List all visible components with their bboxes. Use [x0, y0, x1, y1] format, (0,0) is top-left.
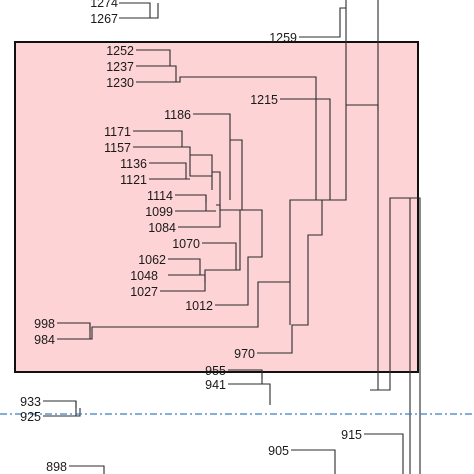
branch-1136-1121-join: [185, 171, 190, 180]
branch-933: [43, 400, 77, 408]
leaf-label: 1012: [185, 299, 213, 313]
highlighted-cluster-region: [14, 41, 419, 373]
branch-1274: [119, 2, 151, 10]
branch-1230-join: [175, 73, 317, 200]
branch-right-trunk: [370, 110, 421, 474]
leaf-label: 1259: [269, 31, 297, 45]
leaf-label: 933: [20, 395, 41, 409]
leaf-label: 955: [205, 364, 226, 378]
leaf-label: 1099: [145, 205, 173, 219]
leaf-label: 1157: [104, 141, 131, 155]
leaf-label: 1171: [104, 125, 131, 139]
branch-1274-1267-join: [149, 3, 159, 19]
leaf-label: 1027: [130, 285, 158, 299]
leaf-label: 1121: [120, 173, 147, 187]
leaf-label: 1062: [138, 253, 166, 267]
branch-mid-join-a: [189, 154, 213, 190]
leaf-label: 1136: [120, 157, 147, 171]
leaf-label: 925: [20, 410, 41, 424]
branch-1012: [215, 209, 263, 306]
leaf-label: 1230: [106, 76, 134, 90]
leaf-label: 984: [34, 333, 55, 347]
leaf-label: 1252: [106, 44, 134, 58]
branch-1062: [168, 258, 201, 267]
branch-955-941-join: [261, 370, 271, 405]
leaf-label: 998: [34, 317, 55, 331]
leaf-label: 1186: [164, 108, 191, 122]
branch-1252: [136, 49, 171, 58]
leaf-label: 941: [205, 378, 226, 392]
branch-upper-right: [345, 0, 379, 110]
leaf-label: 1237: [106, 60, 134, 74]
branch-905: [291, 449, 336, 474]
branch-898: [69, 465, 105, 474]
leaf-label: 905: [268, 444, 289, 458]
branch-1136: [149, 162, 187, 171]
branch-1186: [193, 113, 231, 200]
leaf-label: 1048: [130, 269, 158, 283]
branch-1027: [160, 269, 236, 292]
leaf-label: 1084: [148, 221, 176, 235]
branch-915: [364, 433, 404, 474]
branch-1171: [133, 130, 183, 139]
leaf-label: 970: [234, 347, 255, 361]
leaf-label: 1070: [172, 237, 200, 251]
leaf-label: 1114: [147, 189, 173, 203]
branch-1084: [178, 204, 221, 228]
leaf-label: 1215: [250, 93, 278, 107]
branch-933-925-join: [75, 401, 81, 417]
branch-1259: [299, 7, 346, 38]
branch-1070-join: [236, 209, 242, 271]
leaf-label: 1267: [90, 12, 118, 26]
branch-1070: [202, 242, 237, 270]
leaf-label: 898: [46, 460, 67, 474]
branch-inner-merge: [258, 199, 316, 325]
branch-970: [257, 199, 346, 354]
dendrogram-branches: [43, 0, 421, 474]
leaf-label: 1274: [90, 0, 118, 10]
branch-1252-1237-join: [169, 58, 177, 73]
branch-1114-1099-join: [205, 195, 216, 212]
leaf-label: 915: [341, 428, 362, 442]
leaf-labels: 1274 1267 1259 1252 1237 1230 1215 1186 …: [20, 0, 362, 474]
branch-1171-1157-join: [181, 139, 191, 155]
branch-1215: [280, 98, 331, 200]
